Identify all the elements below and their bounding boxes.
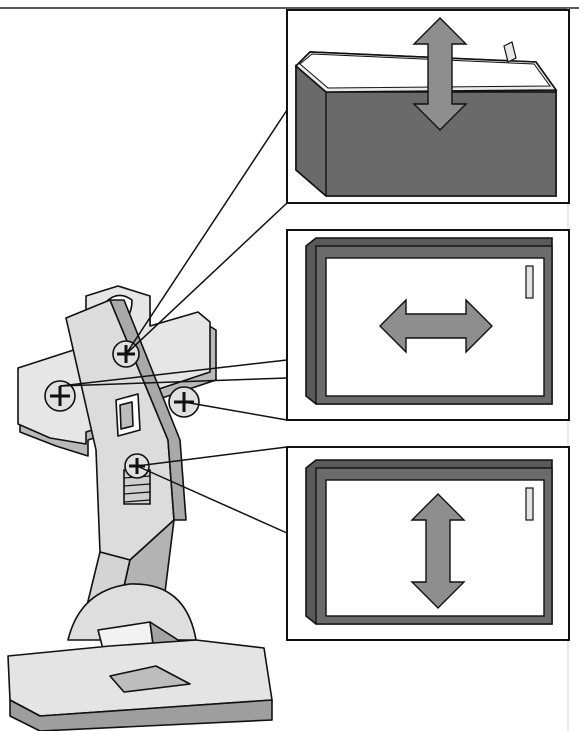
horizontal-double-arrow-icon [379, 298, 493, 354]
panel-side-adjustment [286, 229, 570, 421]
door-handle-icon [525, 265, 534, 299]
vertical-double-arrow-icon [410, 493, 466, 609]
screw-side-left [44, 380, 76, 412]
panel-depth-adjustment [286, 9, 570, 204]
screw-height [123, 453, 151, 505]
door-handle-icon [525, 487, 534, 521]
vertical-double-arrow-icon [412, 17, 468, 131]
callout-lines [59, 109, 288, 534]
panel-height-adjustment [286, 446, 570, 641]
